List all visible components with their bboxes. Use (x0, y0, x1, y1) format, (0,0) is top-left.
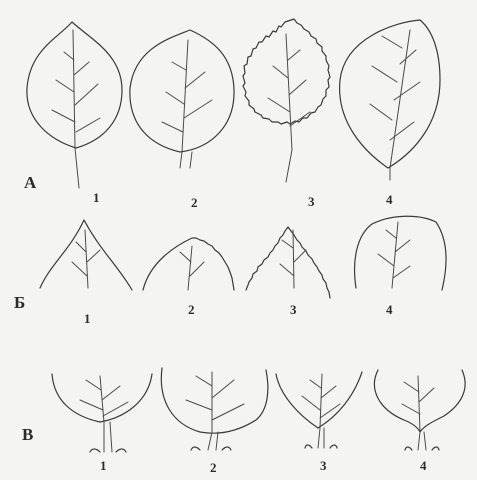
row-label-c: В (22, 425, 33, 444)
leaf-base-c1 (52, 374, 152, 452)
leaf-tip-b3 (246, 227, 330, 298)
row-a-number-3: 3 (308, 194, 315, 209)
leaf-a4 (340, 20, 440, 180)
row-label-a: А (24, 173, 37, 192)
leaf-a3 (243, 19, 330, 182)
row-b: Б 1 2 3 4 (14, 216, 446, 326)
row-b-number-3: 3 (290, 302, 297, 317)
row-c-number-3: 3 (320, 458, 327, 473)
row-c-number-2: 2 (210, 460, 217, 475)
row-a: А 1 2 3 4 (24, 19, 440, 210)
row-c-number-4: 4 (420, 458, 427, 473)
row-a-number-4: 4 (386, 192, 393, 207)
row-b-number-4: 4 (386, 302, 393, 317)
row-c: В 1 2 3 4 (22, 368, 465, 475)
leaf-a1 (27, 22, 122, 188)
leaf-base-c3 (276, 372, 362, 448)
row-c-number-1: 1 (100, 458, 107, 473)
leaf-tip-b1 (40, 220, 132, 290)
row-b-number-1: 1 (84, 311, 91, 326)
row-a-number-1: 1 (93, 190, 100, 205)
leaf-tip-b4 (355, 216, 446, 290)
leaf-base-c2 (161, 368, 268, 450)
row-b-number-2: 2 (188, 302, 195, 317)
row-label-b: Б (14, 293, 25, 312)
row-a-number-2: 2 (191, 195, 198, 210)
leaf-base-c4 (374, 370, 465, 450)
leaf-a2 (130, 30, 234, 168)
leaf-tip-b2 (143, 238, 234, 290)
